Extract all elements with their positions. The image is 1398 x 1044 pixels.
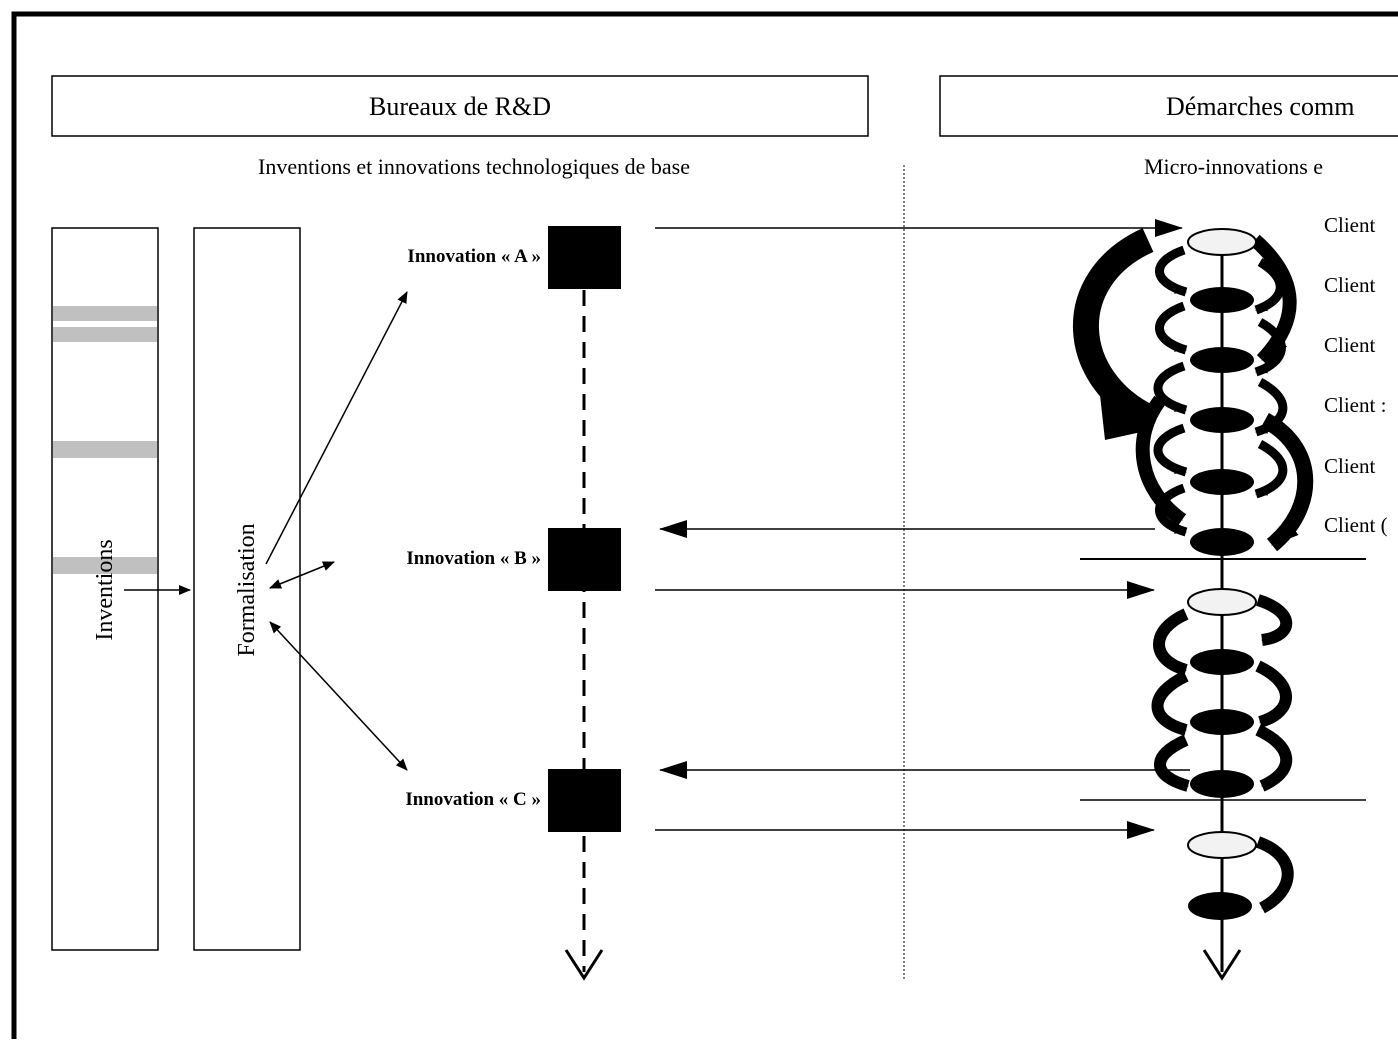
market-node [1190,528,1254,556]
loop-arrow [1260,412,1314,552]
commercial-header: Démarches comm [1166,92,1354,121]
client-label: Client [1324,333,1375,357]
invention-band [53,306,157,321]
inventions-label: Inventions [92,539,118,640]
market-node [1190,287,1254,313]
formalisation-to-a-arrow [265,291,408,565]
inventions-column [51,227,159,951]
market-node [1190,649,1254,675]
innovation-c-label: Innovation « C » [405,789,541,810]
rd-header: Bureaux de R&D [369,92,551,121]
market-node [1190,469,1254,495]
innovation-a-label: Innovation « A » [407,246,541,267]
loop-arrow [1135,395,1187,526]
outer-frame [11,11,1398,1044]
cycle-2-loops [1151,594,1293,792]
cycle-1-loops [1153,245,1288,537]
market-timeline-arrowhead [1202,949,1242,981]
market-node [1190,347,1254,373]
commercial-subtitle: Micro-innovations e [1144,154,1323,179]
formalisation-column [193,227,301,951]
cycle-3-loops [1255,836,1294,914]
formalisation-to-c-arrow [269,621,408,771]
innovation-b-label: Innovation « B » [406,548,541,569]
market-node-light [1187,831,1257,859]
innovation-a-block [548,226,621,289]
commercial-header-box [939,75,1398,137]
rd-header-box [51,75,869,137]
invention-band [53,327,157,342]
invention-band [53,441,157,458]
market-node-light [1187,228,1257,256]
market-node [1188,892,1252,920]
market-node [1190,407,1254,433]
rd-timeline-arrowhead [564,949,604,981]
formalisation-label: Formalisation [234,523,260,656]
market-node [1190,709,1254,735]
loop-arrow [1250,234,1297,365]
client-label: Client [1324,454,1375,478]
rd-subtitle: Inventions et innovations technologiques… [258,154,690,179]
client-label: Client ( [1324,513,1388,537]
market-node [1190,770,1254,798]
client-label: Client [1324,213,1375,237]
client-label: Client [1324,273,1375,297]
formalisation-to-b-arrow [269,561,335,589]
market-node-light [1187,588,1257,616]
outer-loop-arrowhead [1095,350,1150,440]
invention-band [53,557,157,574]
client-label: Client : [1324,393,1386,417]
